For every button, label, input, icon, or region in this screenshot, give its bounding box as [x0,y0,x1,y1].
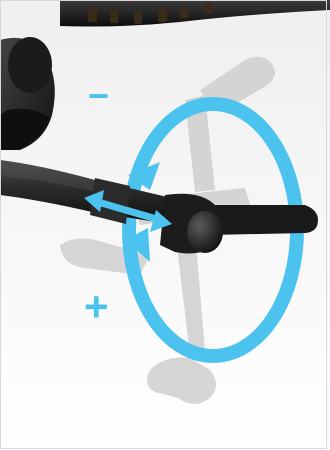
plus-sign: + [84,286,109,328]
minus-sign: − [88,78,109,114]
